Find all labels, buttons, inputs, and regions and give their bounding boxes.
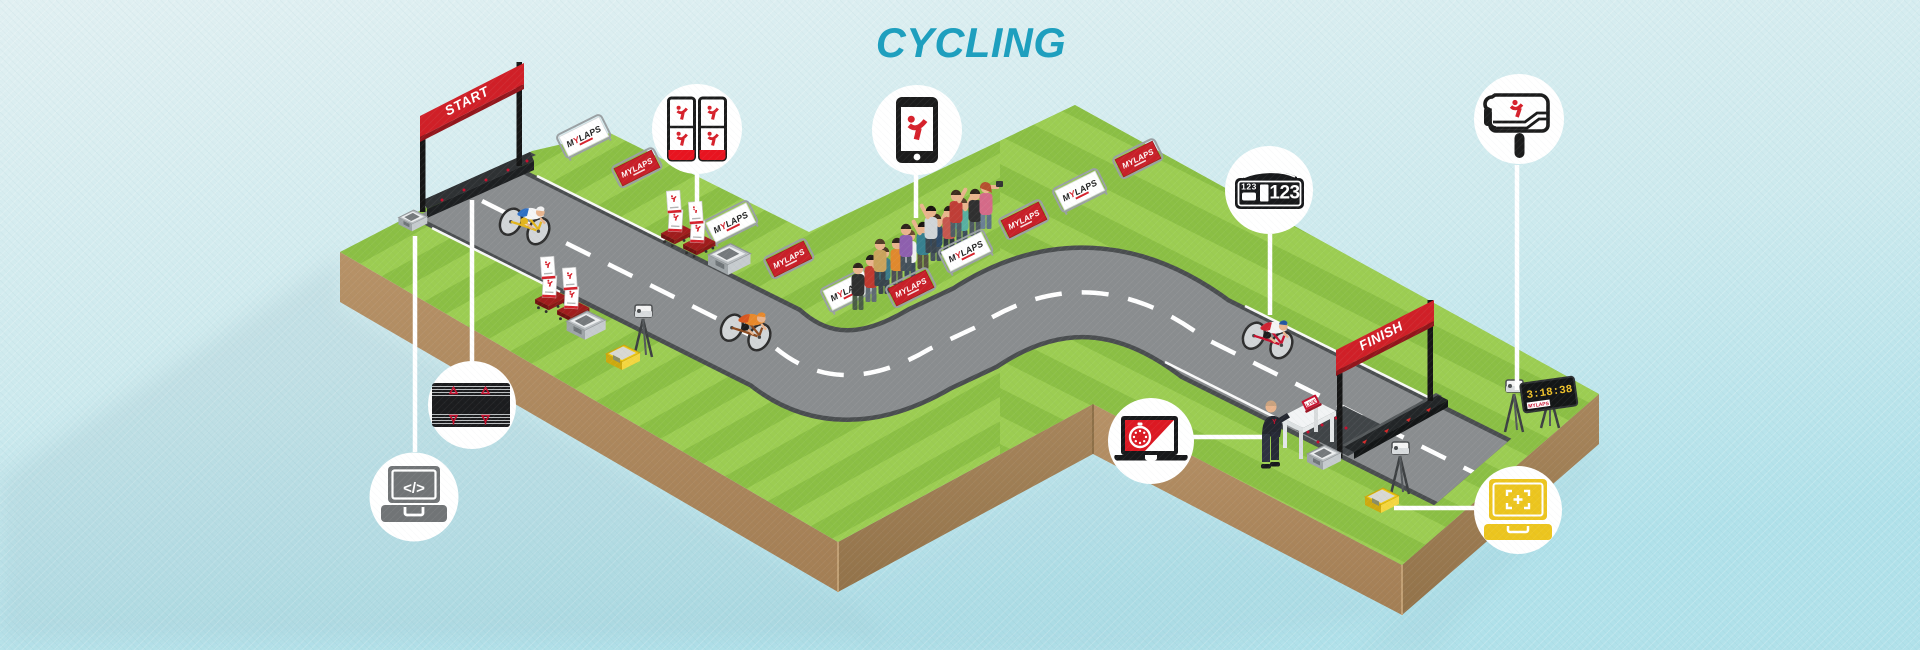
- svg-text:CYCLING: CYCLING: [876, 19, 1066, 66]
